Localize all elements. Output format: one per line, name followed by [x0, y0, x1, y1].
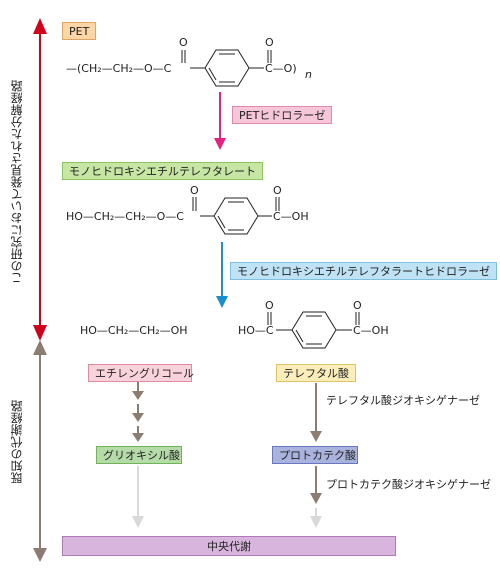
tpa-oxygen-right: O — [353, 299, 362, 312]
central-metabolism-box: 中央代謝 — [62, 536, 396, 556]
tpa-dioxygenase-label: テレフタル酸ジオキシゲナーゼ — [326, 394, 480, 407]
tpa-left-text: HO—C — [238, 324, 274, 337]
pca-onward-arrow — [310, 466, 322, 504]
pet-hydrolase-arrow — [214, 92, 226, 150]
eg-to-glyoxylic-arrows — [132, 382, 144, 442]
pet-hydrolase-label: PETヒドロラーゼ — [232, 106, 333, 124]
tpa-to-pca-arrow — [310, 383, 322, 442]
pet-label-box: PET — [62, 22, 97, 40]
known-pathway-double-arrow — [33, 340, 47, 562]
pet-structure: —(CH₂—CH₂—O—C O O C—O) n — [66, 36, 312, 87]
known-pathway-label: 既知の代謝経路 — [10, 400, 24, 484]
faded-arrows-to-central — [132, 466, 322, 528]
mhet-left-text: HO—CH₂—CH₂—O—C — [66, 210, 184, 223]
new-pathway-label: この研究において発見された分解経路 — [10, 80, 24, 284]
mhet-structure: HO—CH₂—CH₂—O—C O O C—OH — [66, 184, 309, 235]
pet-oxygen-right: O — [265, 36, 274, 49]
terephthalic-acid-structure: HO—C O O C—OH — [238, 299, 389, 349]
mhet-oxygen-right: O — [273, 184, 282, 197]
new-pathway-double-arrow — [33, 18, 47, 341]
pet-oxygen-left: O — [179, 36, 188, 49]
ethylene-glycol-formula: HO—CH₂—CH₂—OH — [80, 324, 188, 337]
mhet-label-box: モノヒドロキシエチルテレフタレート — [62, 162, 263, 180]
tpa-right-text: C—OH — [353, 324, 389, 337]
mhet-hydrolase-arrow — [216, 242, 228, 308]
mhet-hydrolase-label: モノヒドロキシエチルテレフタラートヒドロラーゼ — [230, 262, 497, 280]
glyoxylic-acid-box: グリオキシル酸 — [96, 446, 182, 464]
protocatechuic-acid-box: プロトカテク酸 — [272, 446, 358, 464]
pet-n-subscript: n — [305, 68, 312, 81]
mhet-right-text: C—OH — [273, 210, 309, 223]
tpa-oxygen-left: O — [265, 299, 274, 312]
ethylene-glycol-box: エチレングリコール — [88, 364, 194, 382]
pca-dioxygenase-label: プロトカテク酸ジオキシゲナーゼ — [326, 478, 491, 491]
pet-chain-text: —(CH₂—CH₂—O—C — [66, 62, 172, 75]
mhet-oxygen-left: O — [190, 184, 199, 197]
pet-end-text: C—O) — [265, 62, 297, 75]
terephthalic-acid-box: テレフタル酸 — [276, 364, 356, 382]
